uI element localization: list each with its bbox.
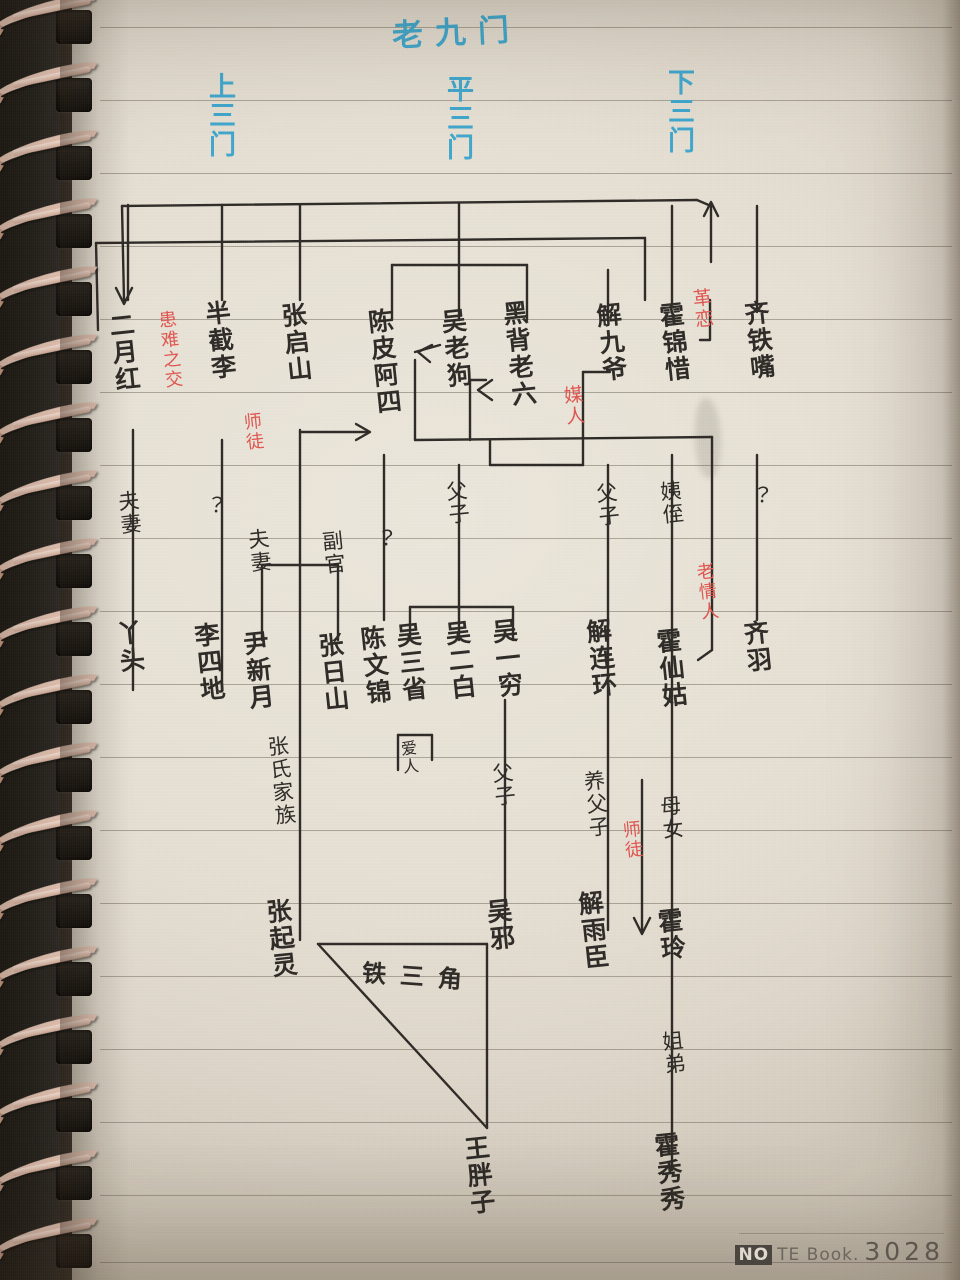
relation-munv: 母女	[656, 793, 686, 843]
stamp-prefix: NO	[735, 1245, 773, 1265]
gate-label-ping: 平三门	[442, 75, 473, 162]
page-title: 老九门	[391, 11, 522, 55]
relation-unknown-lisidi: ？	[198, 494, 224, 519]
relation-fuzi-wu: 父子	[442, 478, 472, 528]
relation-fuqi-yinxinyue: 夫妻	[244, 526, 274, 576]
gate-label-shang: 上三门	[204, 72, 235, 159]
relation-yangfuzi: 养父子	[580, 768, 612, 841]
footer-rule	[739, 1233, 944, 1234]
relation-yizhi: 姨侄	[656, 478, 686, 528]
descendant-qiyu: 齐羽	[739, 618, 774, 676]
descendant-yatou: 丫头	[112, 618, 147, 676]
descendant-huoling: 霍玲	[653, 906, 688, 964]
annotation-meiren: 媒人	[559, 383, 587, 428]
annotation-shitu-right: 师徒	[618, 818, 645, 861]
relation-unknown-chenwenjin: ？	[368, 527, 394, 552]
notebook-stamp: NO TE Book. 3028	[735, 1237, 944, 1266]
relation-fuzi-jie: 父子	[592, 480, 622, 530]
relation-unknown-qiyu: ？	[744, 484, 770, 509]
relation-airen: 爱人	[397, 739, 420, 777]
relation-jiedi: 姐弟	[658, 1028, 688, 1078]
stamp-label: TE Book.	[777, 1245, 860, 1265]
stamp-number: 3028	[864, 1237, 944, 1266]
descendant-wuxie: 吴邪	[482, 896, 517, 954]
gate-label-xia: 下三门	[663, 68, 694, 155]
annotation-geming: 革恋	[688, 286, 716, 331]
relation-fuqi-yatou: 夫妻	[114, 488, 144, 538]
relation-fuzi-wuxie: 父子	[488, 760, 518, 810]
annotation-shitu-left: 师徒	[239, 410, 266, 453]
triangle-label: 铁三角	[361, 959, 477, 995]
relation-fuguan: 副官	[318, 528, 348, 578]
annotation-laoqingren: 老情人	[692, 561, 721, 623]
